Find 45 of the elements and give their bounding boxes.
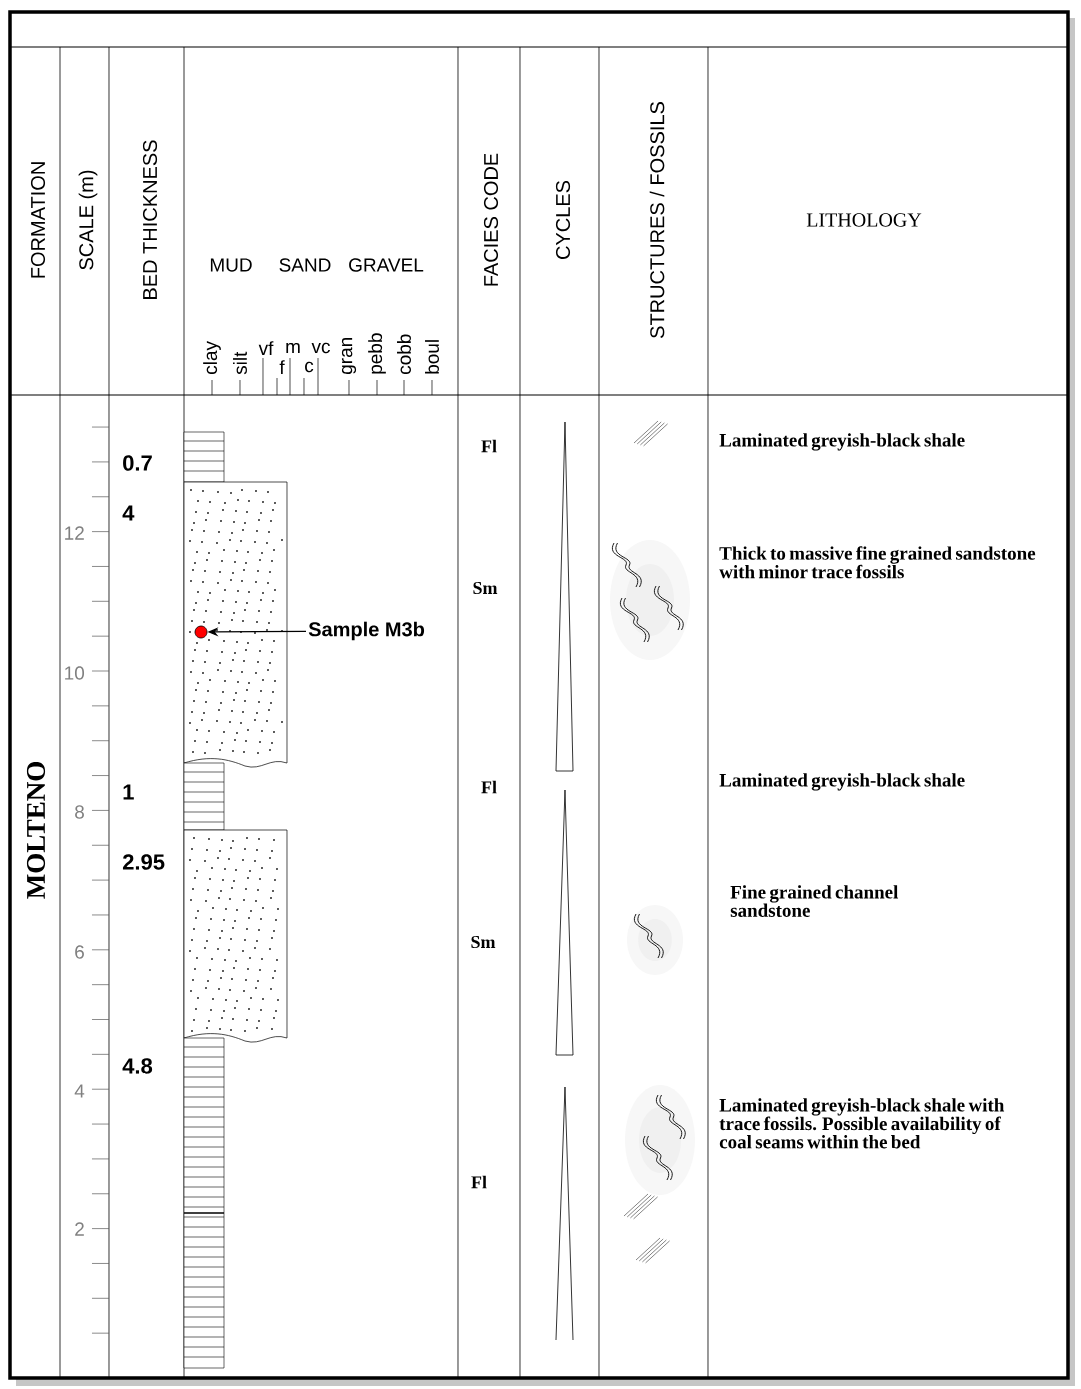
grain-size-label: silt bbox=[233, 351, 247, 375]
column-header: CYCLES bbox=[555, 180, 571, 259]
grain-size-label: cobb bbox=[397, 334, 411, 374]
facies-code: Fl bbox=[481, 780, 497, 794]
formation-name: MOLTENO bbox=[26, 762, 46, 899]
lithology-description: Fine grained channel sandstone bbox=[730, 885, 899, 917]
facies-code: Fl bbox=[471, 1175, 487, 1189]
sample-label: Sample M3b bbox=[308, 621, 425, 641]
grain-size-heading: SAND bbox=[279, 258, 331, 272]
lithology-description: Laminated greyish-black shale with trace fossils. Possible availability of coal seams within the bed bbox=[719, 1098, 1005, 1149]
grain-size-label: vf bbox=[258, 341, 274, 355]
column-header: LITHOLOGY bbox=[806, 213, 922, 227]
scale-number: 6 bbox=[75, 945, 84, 959]
grain-size-label: c bbox=[305, 361, 314, 373]
grain-size-label: pebb bbox=[368, 333, 386, 374]
lithology-description: Thick to massive fine grained sandstone with minor trace fossils bbox=[719, 546, 1036, 579]
grain-size-label: vc bbox=[311, 342, 330, 354]
facies-code: Sm bbox=[471, 935, 496, 949]
grain-size-heading: MUD bbox=[210, 258, 252, 272]
scale-number: 10 bbox=[65, 666, 85, 680]
grain-size-label: boul bbox=[425, 340, 439, 374]
column-header: SCALE (m) bbox=[78, 170, 98, 270]
column-header: FACIES CODE bbox=[483, 153, 499, 286]
grain-size-heading: GRAVEL bbox=[349, 258, 424, 272]
grain-size-label: clay bbox=[203, 341, 221, 374]
facies-code: Sm bbox=[473, 581, 498, 595]
lithology-description: Laminated greyish-black shale bbox=[719, 773, 965, 791]
bed-thickness-value: 4 bbox=[122, 505, 135, 521]
grain-size-label: m bbox=[286, 342, 300, 354]
scale-number: 2 bbox=[75, 1222, 84, 1236]
bed-thickness-value: 1 bbox=[123, 784, 134, 800]
bed-thickness-value: 0.7 bbox=[123, 455, 152, 471]
sample-point bbox=[194, 625, 208, 639]
column-header: STRUCTURES / FOSSILS bbox=[649, 102, 665, 338]
lithology-description: Laminated greyish-black shale bbox=[719, 433, 965, 451]
bed-thickness-value: 4.8 bbox=[122, 1058, 153, 1074]
scale-number: 8 bbox=[75, 805, 84, 819]
facies-code: Fl bbox=[481, 439, 497, 453]
grain-size-label: f bbox=[279, 360, 285, 374]
bed-thickness-value: 2.95 bbox=[122, 854, 165, 870]
grain-size-label: gran bbox=[341, 338, 357, 374]
scale-number: 12 bbox=[65, 526, 84, 540]
scale-number: 4 bbox=[74, 1084, 85, 1098]
column-header: BED THICKNESS bbox=[142, 140, 158, 299]
column-header: FORMATION bbox=[30, 162, 46, 278]
